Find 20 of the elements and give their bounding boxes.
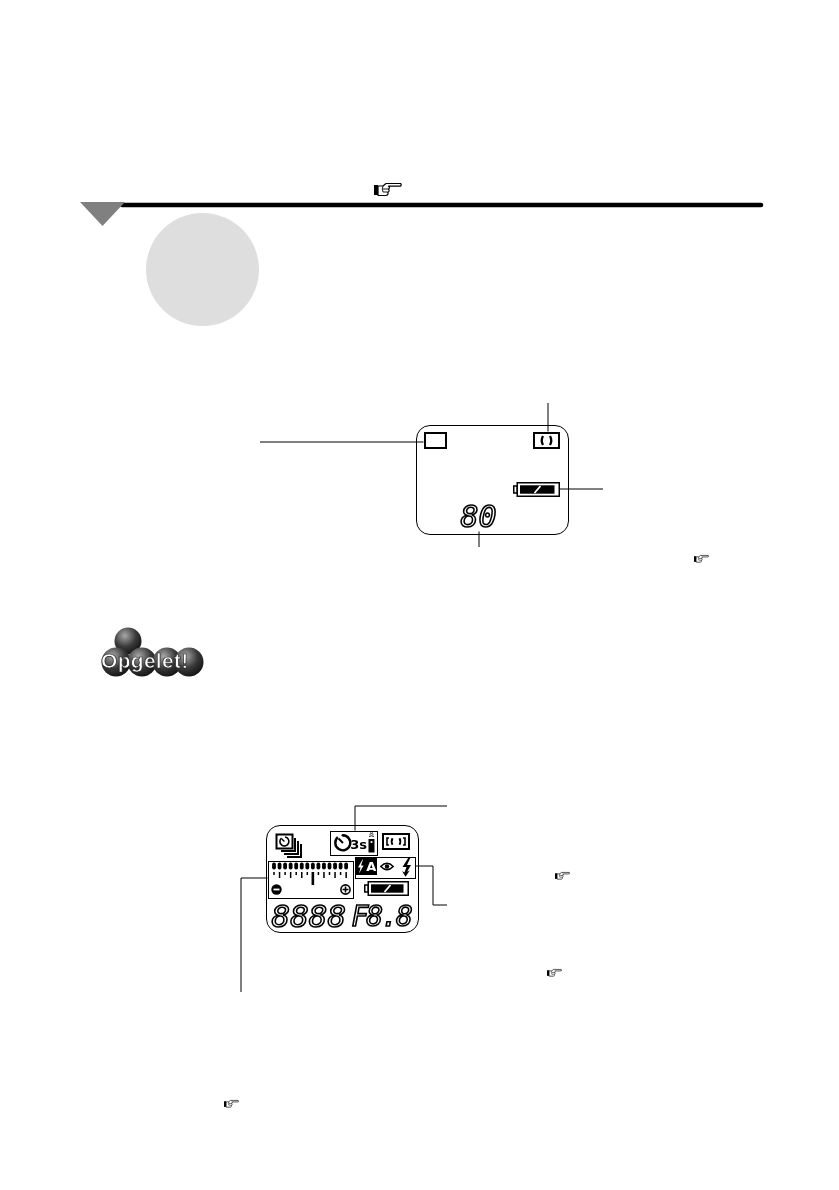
exposure-scale-frame xyxy=(267,860,354,899)
timer-indicator-frame xyxy=(329,830,378,856)
timer-seconds-text: 3s xyxy=(350,837,368,853)
leader-line xyxy=(240,877,268,993)
flash-indicator-frame xyxy=(354,856,416,879)
lcd-panel xyxy=(416,425,569,535)
flash-auto-letter: A xyxy=(365,858,378,876)
leader-line xyxy=(354,805,448,831)
leader-line xyxy=(547,402,549,432)
lcd-panel xyxy=(266,825,419,933)
frame-mode-icon xyxy=(423,431,447,449)
counter-digits: 80 xyxy=(460,501,501,532)
battery-icon xyxy=(512,481,560,497)
caution-heading: Opgelet! xyxy=(101,650,189,672)
leader-line xyxy=(415,865,448,906)
focus-frame-icon xyxy=(532,431,560,449)
leader-line xyxy=(559,488,604,490)
lcd-digits: F8.8 xyxy=(351,902,411,931)
leader-line xyxy=(478,531,480,548)
leader-line xyxy=(259,441,424,443)
